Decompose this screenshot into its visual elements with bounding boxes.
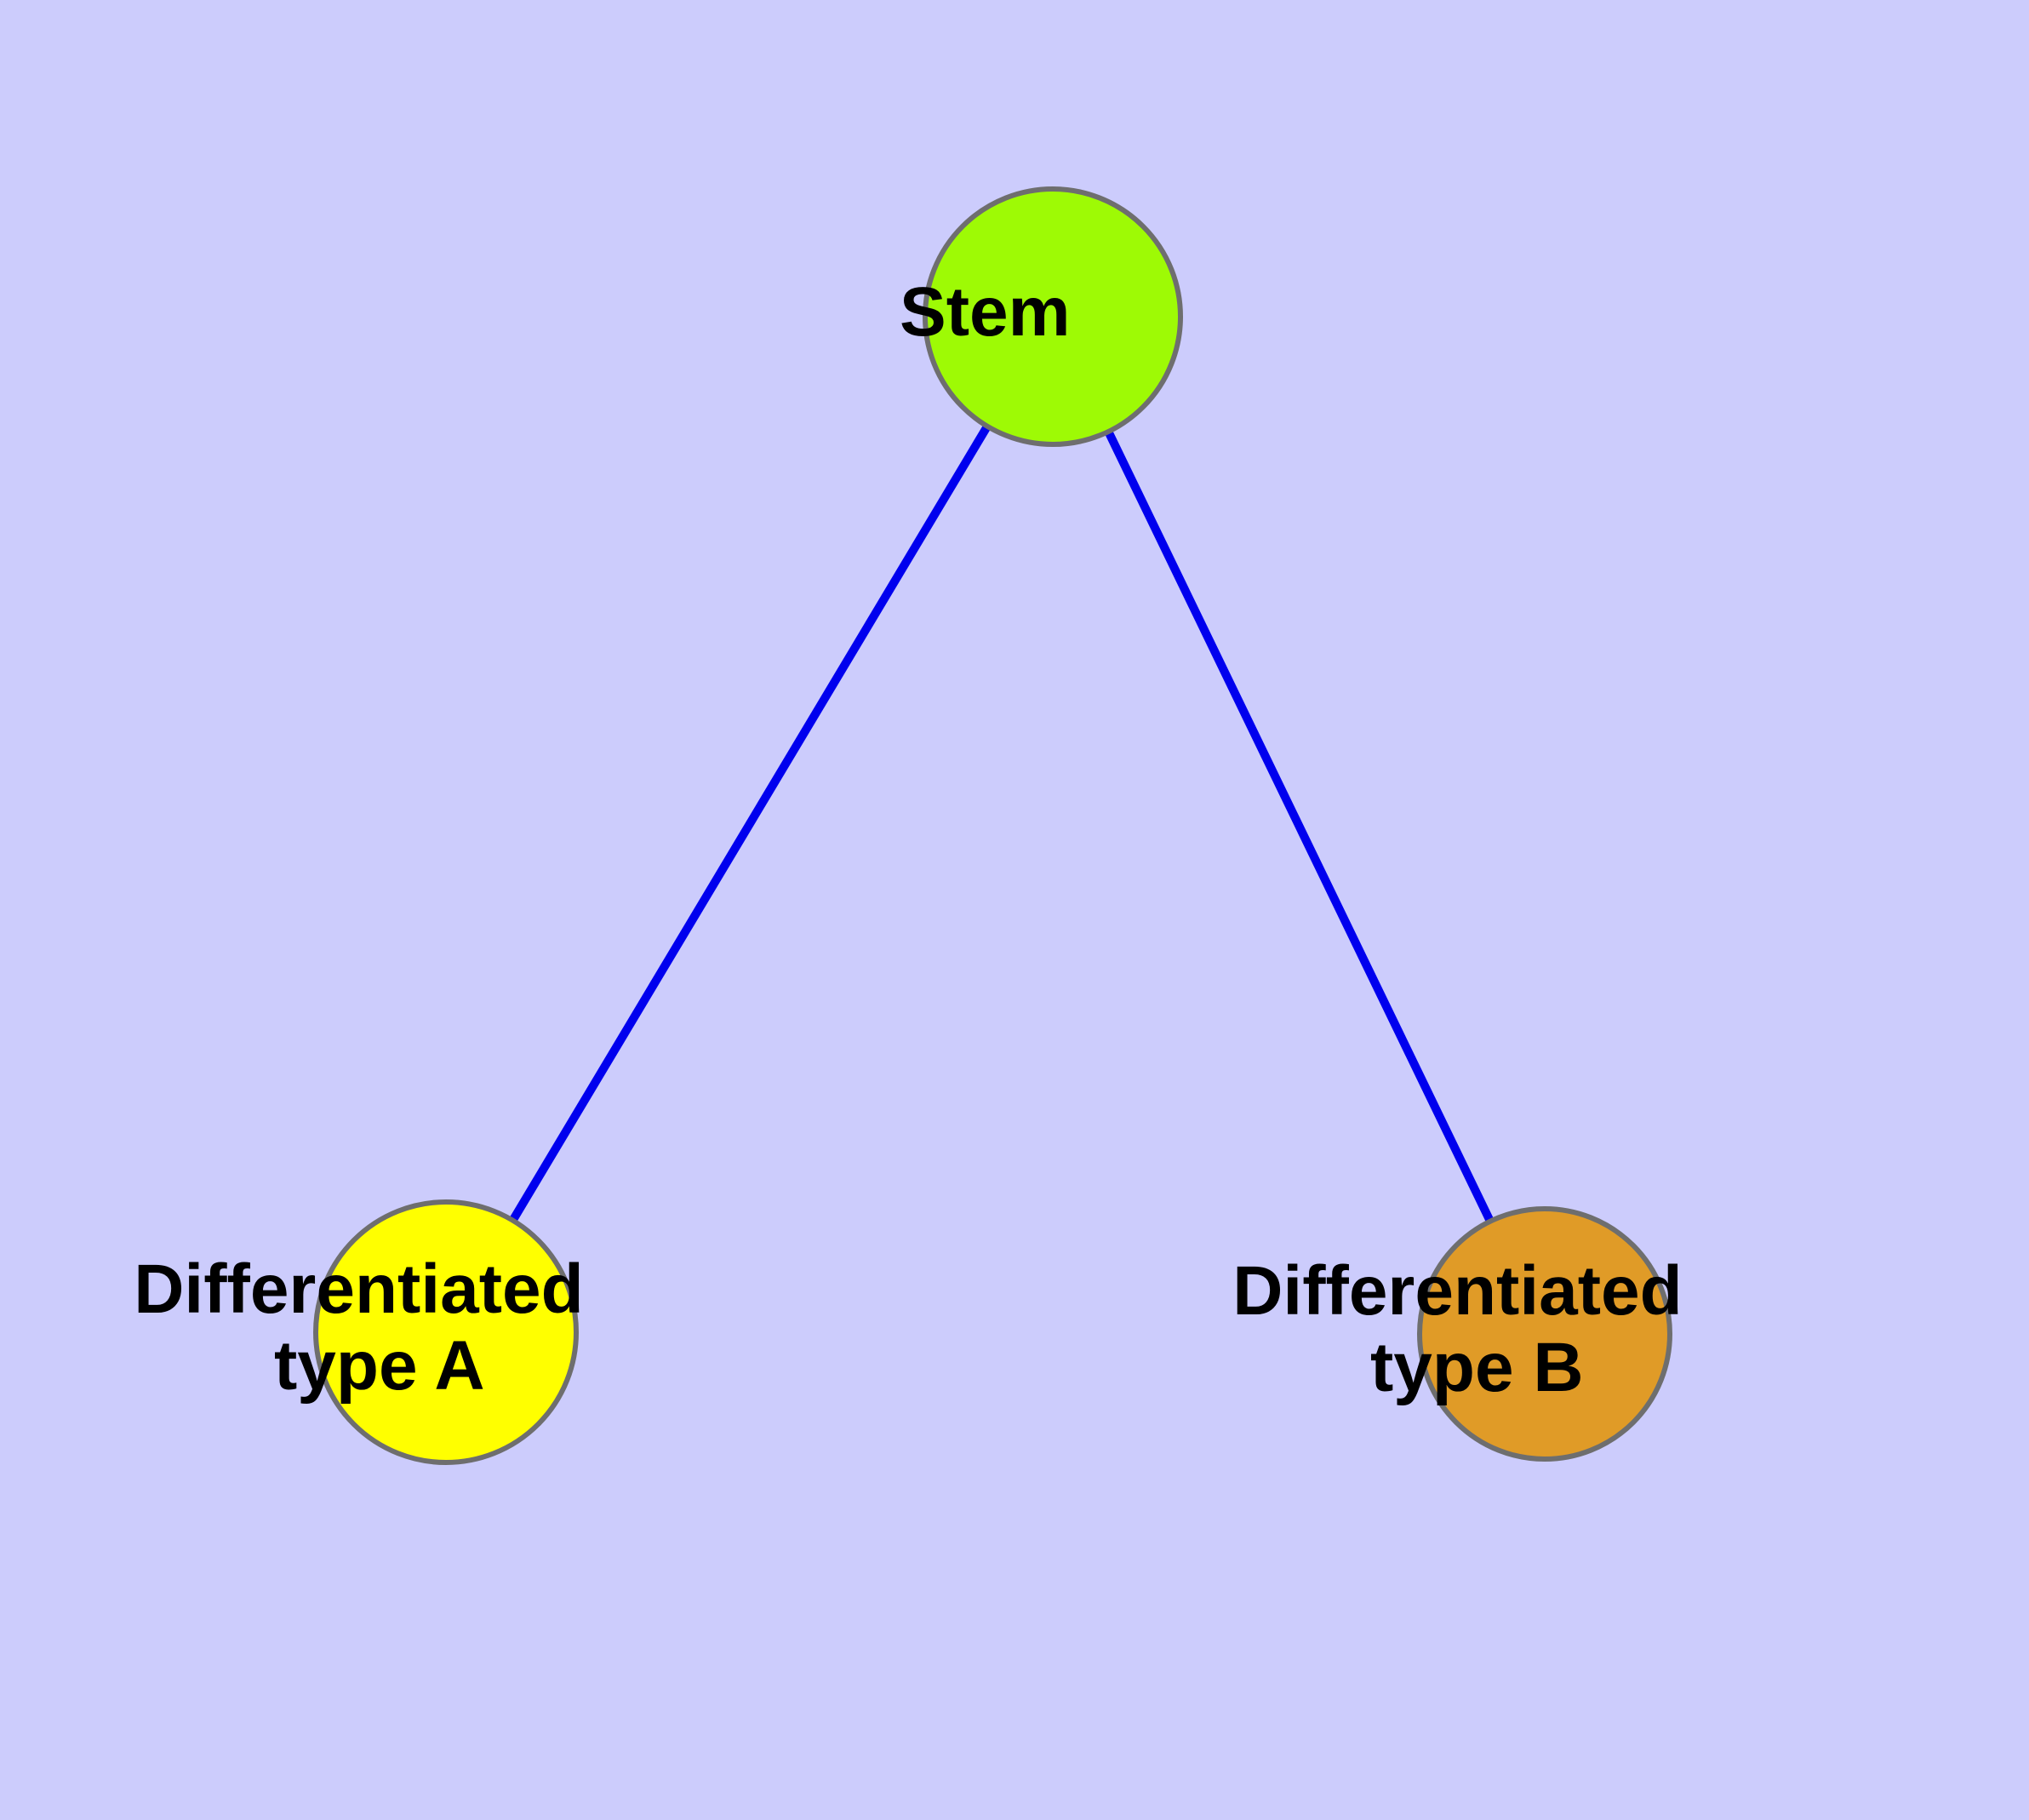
node-label-differentiated-type-b: Differentiated type B — [1232, 1252, 1857, 1406]
node-label-differentiated-type-b-line2: type B — [1370, 1329, 1584, 1406]
node-label-differentiated-type-a-line2: type A — [274, 1327, 483, 1405]
edge-layer — [442, 314, 1549, 1336]
node-label-stem: Stem — [900, 273, 1206, 351]
label-layer: Stem Differentiated type A Differentiate… — [134, 273, 1857, 1406]
node-label-stem-line1: Stem — [900, 273, 1071, 351]
node-circle-stem[interactable] — [923, 186, 1183, 447]
node-layer — [313, 186, 1672, 1465]
node-circle-differentiated-type-b[interactable] — [1417, 1206, 1672, 1462]
node-label-differentiated-type-a: Differentiated type A — [134, 1251, 758, 1405]
node-label-differentiated-type-b-line1: Differentiated — [1232, 1252, 1683, 1330]
edge-stem-to-differentiated-type-a[interactable] — [442, 314, 1057, 1335]
edge-stem-to-differentiated-type-b[interactable] — [1049, 314, 1549, 1336]
node-circle-differentiated-type-a[interactable] — [313, 1199, 579, 1465]
node-label-differentiated-type-a-line1: Differentiated — [134, 1251, 584, 1328]
